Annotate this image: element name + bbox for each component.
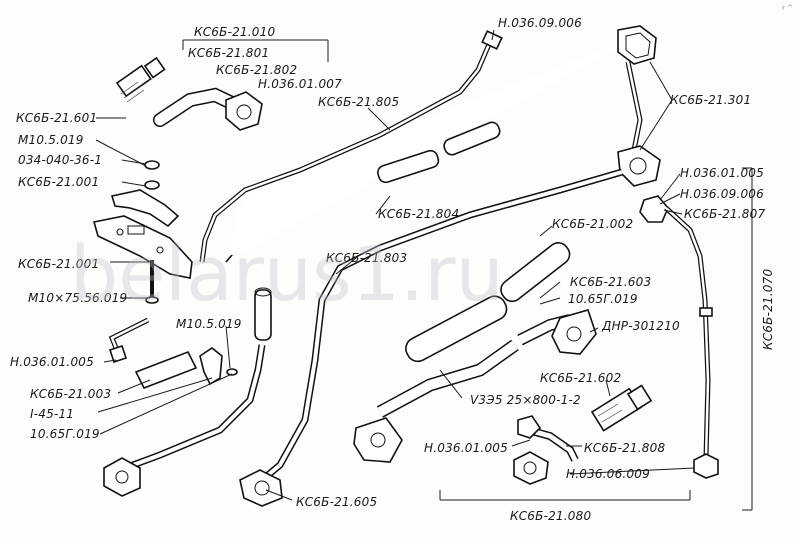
tube-301 — [617, 61, 661, 187]
fitting-601 — [115, 56, 166, 103]
label-ks6b-21-807: КС6Б-21.807 — [684, 207, 765, 221]
pipe-807-vertical — [639, 195, 719, 479]
label-n-036-01-005-m: Н.036.01.005 — [424, 441, 508, 455]
label-ks6b-21-804: КС6Б-21.804 — [378, 207, 459, 221]
label-ks6b-21-601: КС6Б-21.601 — [16, 111, 97, 125]
elbow-pipe-left — [108, 317, 150, 364]
label-10-65g-019-l: 10.65Г.019 — [30, 427, 100, 441]
fitting-602 — [590, 384, 653, 432]
label-ks6b-21-080: КС6Б-21.080 — [510, 509, 591, 523]
label-n-036-09-006-top: Н.036.09.006 — [498, 16, 582, 30]
label-m10-5-019-b: М10.5.019 — [176, 317, 242, 331]
label-ks6b-21-808: КС6Б-21.808 — [584, 441, 665, 455]
bracket-070 — [742, 167, 753, 511]
label-ks6b-21-602: КС6Б-21.602 — [540, 371, 621, 385]
label-v3e5-hose: V3Э5 25×800-1-2 — [470, 393, 581, 407]
hose-v3 — [405, 295, 508, 363]
hose-sleeve-top — [443, 121, 501, 156]
nut-605 — [239, 469, 283, 507]
label-ks6b-21-801: КС6Б-21.801 — [188, 46, 269, 60]
flange-dnr — [517, 309, 597, 355]
label-i-45-11: I-45-11 — [30, 407, 74, 421]
label-ks6b-21-802: КС6Б-21.802 — [216, 63, 297, 77]
label-m10x75-56-019: М10×75.56.019 — [28, 291, 127, 305]
leader-lines — [95, 29, 695, 501]
label-ks6b-21-001-a: КС6Б-21.001 — [18, 175, 99, 189]
label-10-65g-019-r: 10.65Г.019 — [568, 292, 638, 306]
hose-sleeve-804 — [377, 149, 440, 184]
bracket-080 — [439, 490, 691, 501]
hose-assembly-010 — [153, 87, 263, 131]
label-dnr-301210: ДНР-301210 — [601, 319, 680, 333]
label-ks6b-21-301: КС6Б-21.301 — [670, 93, 751, 107]
hose-lower-flange — [353, 339, 519, 463]
label-ks6b-21-805: КС6Б-21.805 — [318, 95, 399, 109]
label-m10-5-019-a: М10.5.019 — [18, 133, 84, 147]
clamp-001-upper — [110, 189, 180, 228]
label-ks6b-21-002: КС6Б-21.002 — [552, 217, 633, 231]
label-n-036-06-009: Н.036.06.009 — [566, 467, 650, 481]
label-n-036-09-006-r: Н.036.09.006 — [680, 187, 764, 201]
label-ks6b-21-603: КС6Б-21.603 — [570, 275, 651, 289]
hose-sleeve-803 — [254, 287, 272, 341]
label-ks6b-21-803: КС6Б-21.803 — [326, 251, 407, 265]
label-ks6b-21-010: КС6Б-21.010 — [194, 25, 275, 39]
hose-603 — [500, 241, 571, 303]
corner-mark: r ^ — [782, 4, 793, 12]
watermark: belarus1.ru — [70, 229, 504, 318]
label-ks6b-21-003: КС6Б-21.003 — [30, 387, 111, 401]
pipe-002 — [259, 168, 623, 483]
washer-nut-stack — [144, 160, 160, 190]
pipe-left-long — [103, 344, 266, 497]
hex-nut-top-right — [617, 25, 657, 65]
clamp-plate-001 — [92, 215, 193, 279]
label-034-040-36-1: 034-040-36-1 — [18, 153, 102, 167]
clamp-plate-003 — [134, 347, 238, 390]
label-n-036-01-007: Н.036.01.007 — [258, 77, 342, 91]
label-ks6b-21-070: КС6Б-21.070 — [761, 269, 775, 350]
label-ks6b-21-605: КС6Б-21.605 — [296, 495, 377, 509]
label-ks6b-21-001-b: КС6Б-21.001 — [18, 257, 99, 271]
elbow-808 — [513, 415, 579, 485]
bracket-010 — [182, 39, 329, 62]
label-n-036-01-005-l: Н.036.01.005 — [10, 355, 94, 369]
label-n-036-01-005-r: Н.036.01.005 — [680, 166, 764, 180]
